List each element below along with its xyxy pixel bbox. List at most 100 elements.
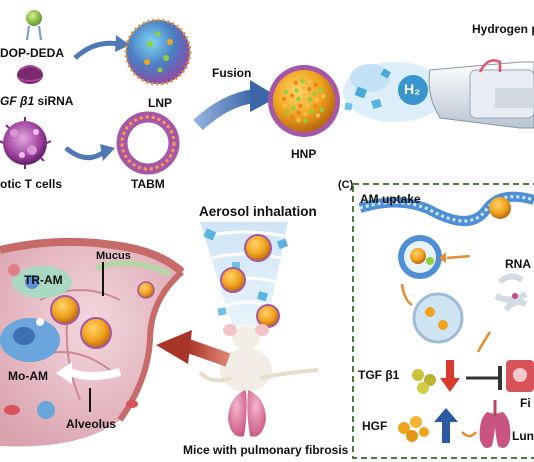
hnp-surface-dot: [313, 82, 318, 88]
hnp-surface-dot: [296, 110, 301, 116]
dop-deda-label: DOP-DEDA: [0, 46, 65, 60]
hnp-surface-dot: [293, 80, 298, 85]
panel-c-dashed-frame: [352, 183, 534, 459]
fusion-arrow: [193, 89, 256, 131]
fusion-label: Fusion: [212, 66, 252, 80]
arrow-to-tabm-head: [100, 144, 115, 161]
dopdeda-molecule: [25, 10, 43, 41]
arrow-down-to-lysosome: [400, 283, 413, 307]
tr-am-cell: [8, 264, 72, 298]
mo-am-label: Mo-AM: [8, 369, 48, 383]
blood-cells: [4, 400, 138, 419]
mouse-illustration: [198, 324, 319, 392]
alveolus-hnp-particles: [50, 281, 155, 349]
lung-label: Lun: [512, 429, 534, 443]
tabm-membrane-ring: [116, 111, 180, 175]
aerosol-inhalation-label: Aerosol inhalation: [199, 204, 317, 219]
hnp-surface-dot: [288, 100, 294, 105]
healthy-lung-icon: [479, 400, 511, 448]
hnp-surface-dot: [296, 96, 301, 102]
alveolus-white-arrow: [68, 368, 122, 380]
arrow-to-tabm: [64, 146, 106, 161]
hnp-surface-dot: [290, 115, 295, 120]
hnp-surface-dot: [307, 97, 312, 102]
hnp-surface-dot: [294, 88, 299, 93]
lnp-nanoparticle: [124, 18, 192, 86]
hnp-surface-dot: [305, 103, 310, 109]
lnp-label: LNP: [148, 96, 172, 110]
hnp-surface-dot: [296, 118, 301, 123]
hnp-surface-dot: [313, 104, 318, 109]
delivery-arrow: [185, 339, 231, 367]
panel-c-label: (C): [338, 179, 354, 191]
hnp-surface-dot: [303, 118, 308, 124]
rna-release-label: RNA r: [505, 257, 534, 271]
hydrogen-nebulizer-device: [428, 59, 534, 129]
alveolus-white-arrow-head: [56, 362, 72, 384]
hnp-surface-dot: [310, 117, 315, 122]
h2-label: H₂: [404, 81, 421, 97]
mouse-lungs: [228, 390, 266, 437]
mo-am-cell: [0, 318, 60, 362]
hnp-nanoparticle: [268, 65, 340, 137]
hgf-label: HGF: [362, 419, 388, 433]
mucus-layer: [95, 260, 172, 296]
mice-pulmonary-fibrosis-label: Mice with pulmonary fibrosis: [183, 443, 349, 457]
hnp-surface-dot: [300, 85, 305, 91]
hnp-surface-dot: [300, 78, 305, 84]
tgf-b1-label: TGF β1: [358, 368, 400, 382]
hnp-surface-dot: [309, 109, 314, 114]
tgf-down-arrow: [440, 360, 460, 392]
arrow-rna-down: [476, 331, 492, 353]
hnp-surface-dot: [298, 103, 303, 108]
hnp-surface-dot: [290, 93, 295, 98]
hnp-surface-dot: [321, 93, 326, 99]
hnp-surface-dot: [282, 103, 287, 109]
hgf-up-arrow: [434, 408, 458, 443]
tgf-sirna-label: GF β1 siRNA: [0, 94, 73, 108]
tgf-sirna-rest-part: siRNA: [34, 94, 74, 108]
hnp-surface-dot: [315, 113, 321, 118]
hnp-label: HNP: [291, 147, 317, 161]
hnp-surface-dot: [283, 90, 289, 95]
arrow-to-lnp-head: [115, 35, 130, 52]
am-membrane-wave: [358, 191, 534, 226]
hnp-surface-dot: [307, 87, 312, 92]
tr-am-label: TR-AM: [24, 273, 63, 287]
hnp-surface-dot: [285, 110, 290, 115]
arrow-vesicle-to-rna: [446, 254, 471, 260]
hnp-surface-dot: [302, 92, 307, 98]
hnp-surface-dot: [318, 87, 323, 93]
fibrosis-label: Fi: [520, 396, 531, 410]
cytotoxic-t-cells-label: otic T cells: [0, 177, 63, 191]
tgf-particles: [412, 369, 436, 394]
fusion-arrow-head: [250, 80, 278, 112]
tabm-label: TABM: [131, 177, 165, 191]
hnp-surface-dot: [291, 106, 296, 111]
arrow-to-lnp: [73, 40, 119, 60]
inhibition-bar: [466, 366, 502, 390]
rna-release-cluster: [494, 273, 528, 312]
hnp-surface-dot: [321, 100, 327, 106]
t-cell-illustration: [0, 117, 52, 169]
hnp-surface-dot: [312, 91, 317, 96]
arrow-hgf-to-lung: [461, 431, 477, 438]
hydrogen-label: Hydrogen p: [472, 22, 534, 36]
hnp-surface-dot: [287, 84, 293, 89]
arrow-vesicle-head: [439, 252, 446, 263]
hnp-surface-dot: [281, 96, 287, 102]
lysosome-vesicle: [412, 292, 464, 344]
delivery-arrow-head: [156, 330, 192, 364]
hnp-surface-dot: [319, 107, 325, 112]
hgf-particles: [398, 416, 429, 442]
aerosol-cloud: [343, 62, 447, 122]
hnp-surface-dot: [307, 79, 312, 85]
sirna-bundle: [17, 65, 43, 84]
endosome-vesicle: [398, 235, 442, 279]
am-uptake-label: AM uptake: [360, 192, 421, 206]
fibrotic-tissue-icon: [506, 360, 534, 392]
tgf-sirna-italic-part: GF β1: [0, 94, 35, 108]
aerosol-tornado: [200, 222, 289, 348]
mucus-label: Mucus: [96, 250, 131, 262]
